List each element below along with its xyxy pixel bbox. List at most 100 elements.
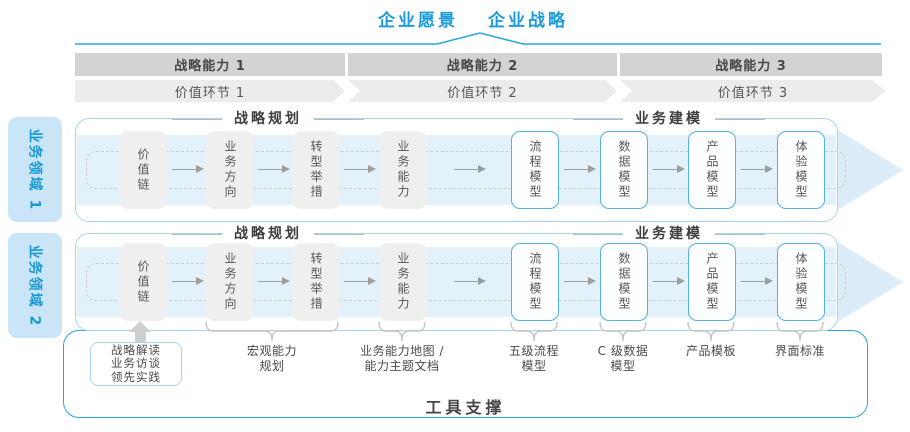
flow-arrow-icon: [344, 276, 376, 285]
box-label: 流程模型: [528, 252, 542, 312]
box-product-model: 产品模型: [688, 243, 736, 321]
flow-arrow-icon: [258, 164, 290, 173]
section-title-text: 业务建模: [623, 225, 715, 243]
capability-bar-1-label: 战略能力 1: [174, 59, 246, 74]
box-label: 转型举措: [309, 252, 323, 312]
value-link-2: 价值环节 2: [348, 80, 617, 102]
flow-arrow-icon: [564, 164, 596, 173]
brace-icon: [687, 322, 735, 342]
brace-icon: [599, 322, 647, 342]
caret-line: [75, 32, 881, 45]
box-label: 数据模型: [617, 252, 631, 312]
title-line: [573, 233, 623, 235]
annotation-line: C 级数据: [597, 344, 649, 358]
brace-icon: [378, 322, 426, 342]
row-1-dashed-track: [86, 151, 846, 189]
value-link-3: 价值环节 3: [620, 80, 886, 102]
box-data-model: 数据模型: [600, 131, 648, 209]
brace-icon: [205, 322, 339, 342]
domain-label-1-text: 业务领域 1: [26, 128, 42, 211]
tool-support-container: [63, 330, 868, 418]
annotation-macro-capability: 宏观能力 规划: [247, 344, 297, 374]
annotation-product-template: 产品模板: [686, 344, 736, 359]
strategy-title: 企业战略: [488, 11, 568, 31]
box-process-model: 流程模型: [511, 131, 559, 209]
section-title-text: 战略规划: [222, 225, 314, 243]
capability-bar-2: 战略能力 2: [348, 53, 617, 76]
annotation-line: 宏观能力: [246, 344, 298, 358]
box-label: 业务方向: [223, 140, 237, 200]
up-arrow-stem: [135, 331, 146, 343]
capability-bar-2-label: 战略能力 2: [446, 59, 519, 74]
domain-label-2: 业务领域 2: [8, 233, 62, 338]
box-business-capability: 业务能力: [379, 131, 427, 209]
practice-box: 战略解读 业务访谈 领先实践: [90, 342, 182, 386]
box-label: 产品模型: [705, 140, 719, 200]
box-transformation-initiatives: 转型举措: [292, 243, 340, 321]
brace-icon: [776, 322, 824, 342]
box-label: 价值链: [136, 259, 150, 305]
flow-arrow-icon: [258, 276, 290, 285]
flow-arrow-icon: [172, 276, 204, 285]
flow-arrow-icon: [741, 276, 773, 285]
flow-arrow-icon: [741, 164, 773, 173]
box-experience-model: 体验模型: [777, 243, 825, 321]
box-label: 数据模型: [617, 140, 631, 200]
value-link-1: 价值环节 1: [75, 80, 345, 102]
section-title-strategic-planning: 战略规划: [172, 110, 364, 128]
annotation-line: 五级流程: [508, 344, 560, 358]
title-line: [715, 233, 765, 235]
value-link-2-label: 价值环节 2: [447, 85, 518, 101]
section-title-text: 战略规划: [222, 110, 314, 128]
practice-line: 战略解读: [111, 342, 161, 357]
title-line: [172, 233, 222, 235]
domain-1-panel: 价值链 业务方向 转型举措 业务能力 流程模型 数据模型 产品模型 体验模型 战…: [75, 110, 846, 222]
flow-arrow-icon: [454, 276, 486, 285]
flow-arrow-icon: [344, 164, 376, 173]
capability-bar-3-label: 战略能力 3: [715, 59, 787, 74]
header-title: 企业愿景 企业战略: [36, 6, 910, 31]
box-label: 体验模型: [794, 252, 808, 312]
annotation-line: 业务能力地图 /: [360, 344, 444, 358]
flow-arrow-icon: [172, 164, 204, 173]
flow-arrow-icon: [454, 164, 486, 173]
tool-support-label: 工具支撑: [425, 398, 506, 417]
brace-icon: [510, 322, 558, 342]
flow-arrow-icon: [653, 276, 685, 285]
annotation-line: 界面标准: [774, 344, 826, 358]
box-label: 业务能力: [396, 252, 410, 312]
box-label: 体验模型: [794, 140, 808, 200]
box-business-direction: 业务方向: [206, 243, 254, 321]
box-label: 转型举措: [309, 140, 323, 200]
title-line: [172, 118, 222, 120]
annotation-process-model: 五级流程 模型: [509, 344, 559, 374]
annotation-line: 模型: [521, 359, 547, 373]
box-label: 业务方向: [223, 252, 237, 312]
practice-line: 领先实践: [111, 369, 161, 384]
row-2-arrowhead-icon: [836, 241, 903, 323]
annotation-ui-standard: 界面标准: [775, 344, 825, 359]
box-value-chain: 价值链: [119, 131, 167, 209]
vision-title: 企业愿景: [378, 11, 458, 31]
annotation-line: 能力主题文档: [364, 359, 440, 373]
title-line: [314, 118, 364, 120]
capability-bar-3: 战略能力 3: [620, 53, 882, 76]
section-title-business-modeling: 业务建模: [573, 225, 765, 243]
row-2-dashed-track: [86, 263, 846, 301]
box-label: 价值链: [136, 147, 150, 193]
box-product-model: 产品模型: [688, 131, 736, 209]
box-label: 产品模型: [705, 252, 719, 312]
annotation-line: 规划: [259, 359, 285, 373]
box-data-model: 数据模型: [600, 243, 648, 321]
domain-2-panel: 价值链 业务方向 转型举措 业务能力 流程模型 数据模型 产品模型 体验模型 战…: [75, 225, 846, 331]
up-arrow-icon: [129, 321, 151, 332]
box-label: 流程模型: [528, 140, 542, 200]
section-title-text: 业务建模: [623, 110, 715, 128]
domain-label-2-text: 业务领域 2: [26, 244, 42, 327]
flow-arrow-icon: [564, 276, 596, 285]
title-line: [573, 118, 623, 120]
annotation-line: 产品模板: [685, 344, 737, 358]
value-link-1-label: 价值环节 1: [174, 85, 246, 101]
section-title-business-modeling: 业务建模: [573, 110, 765, 128]
box-transformation-initiatives: 转型举措: [292, 131, 340, 209]
